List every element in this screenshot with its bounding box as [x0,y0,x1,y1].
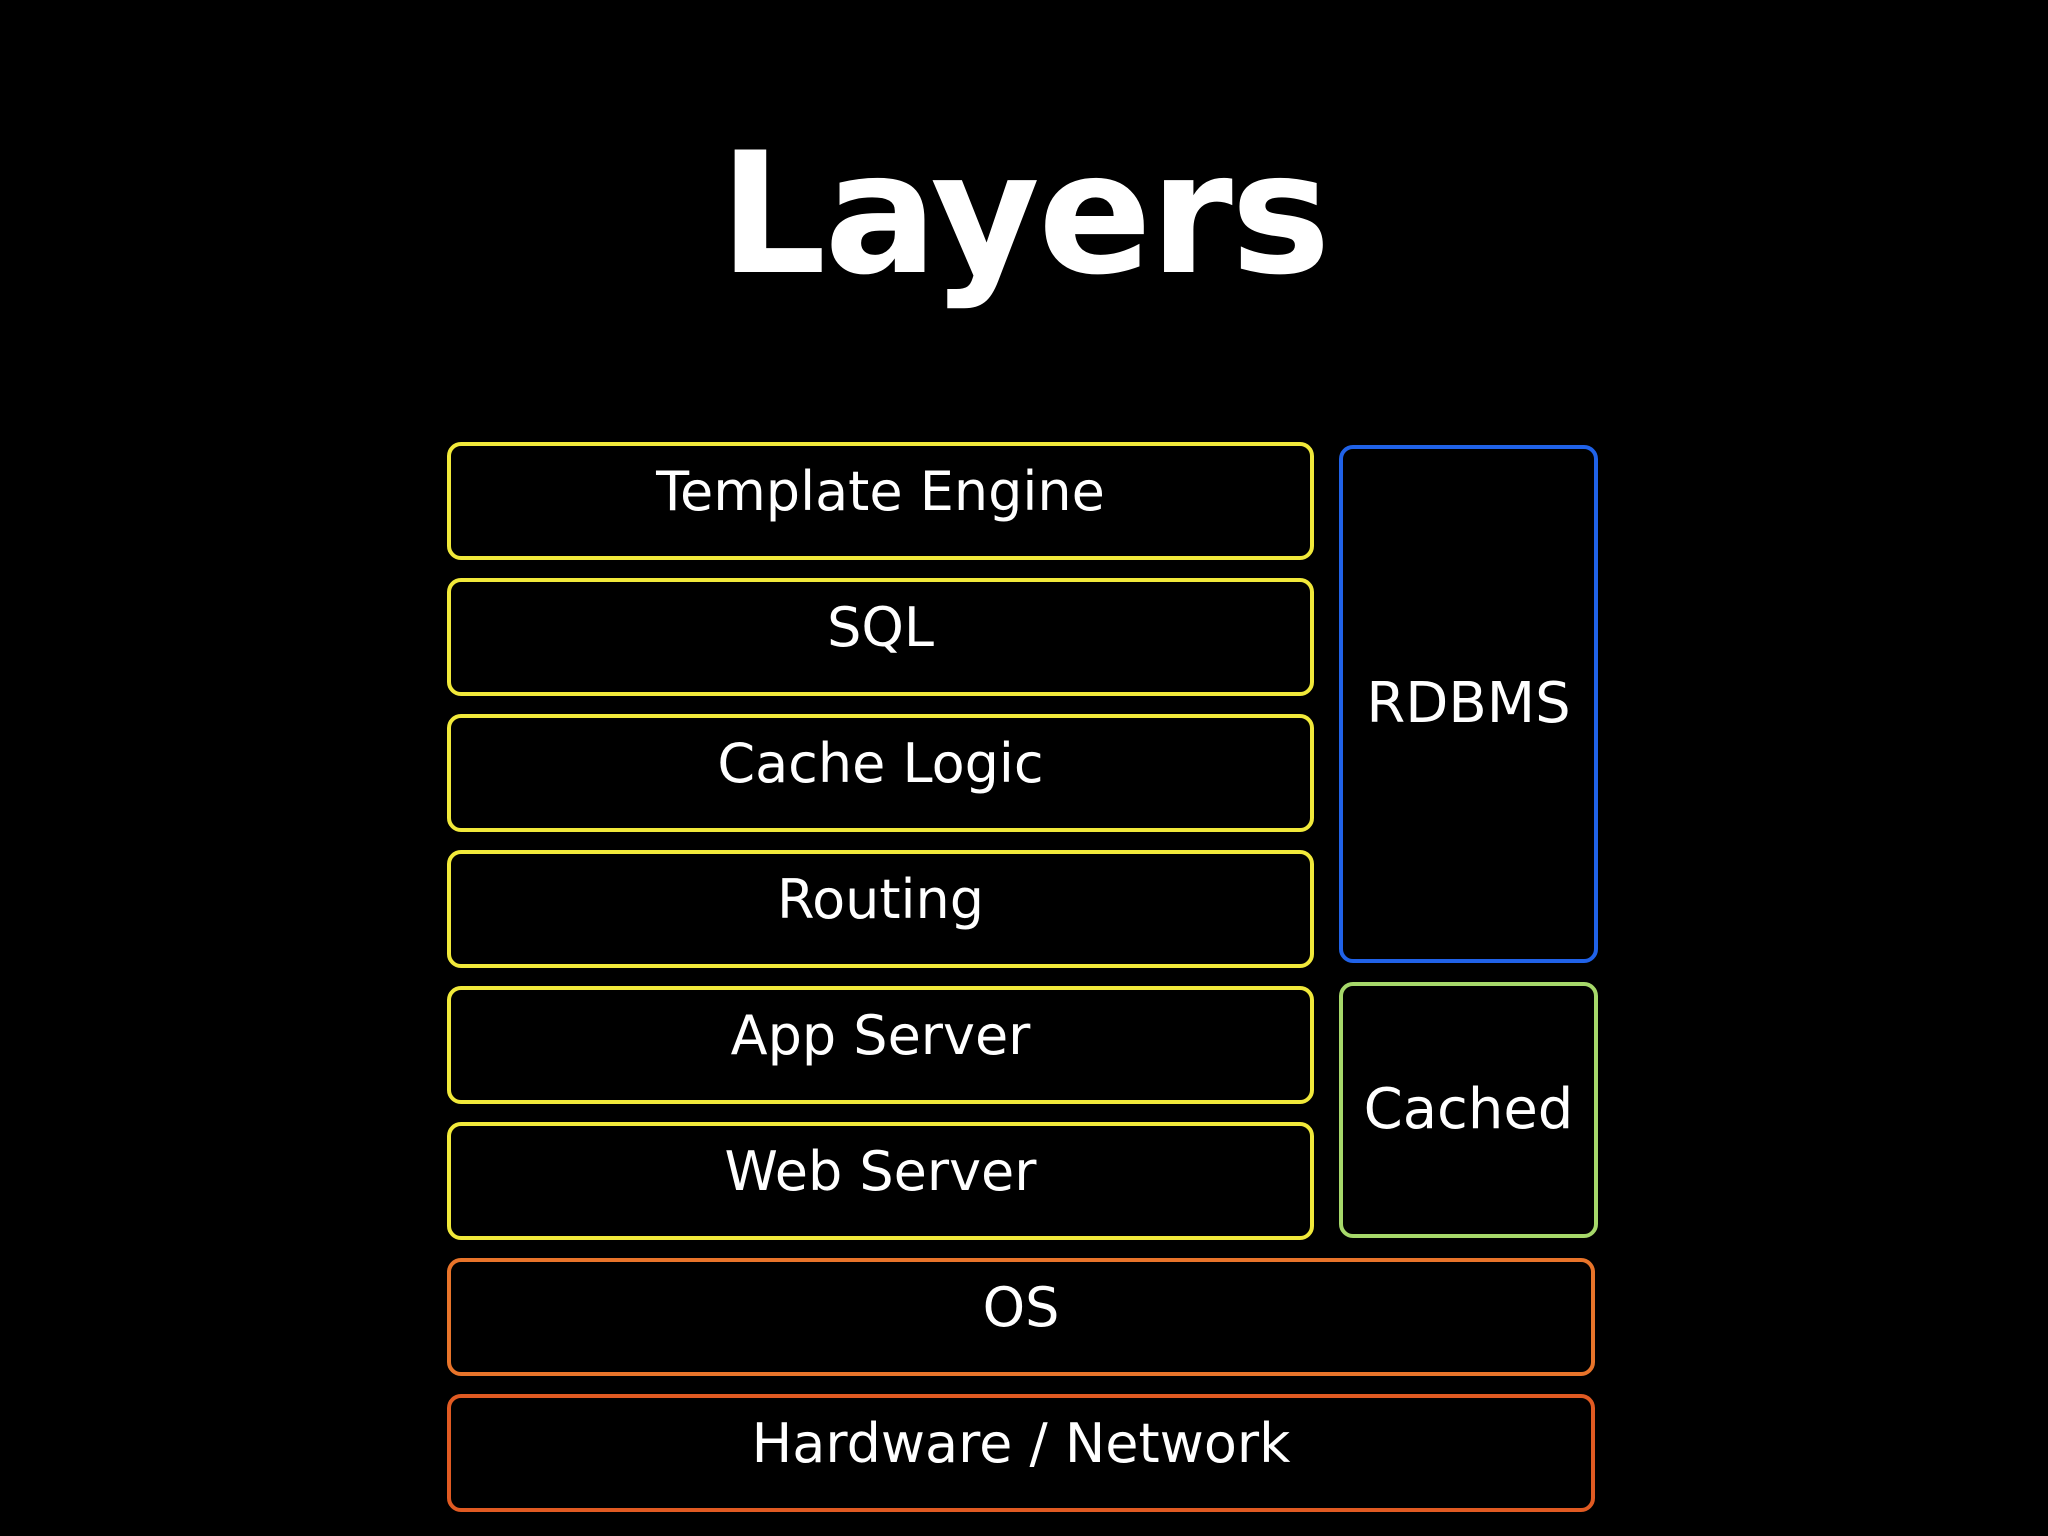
layer-cache-logic-label: Cache Logic [717,732,1044,795]
layer-routing-label: Routing [776,868,985,931]
layer-sql: SQL [447,578,1314,696]
layer-web-server: Web Server [447,1122,1314,1240]
layer-template-engine: Template Engine [447,442,1314,560]
layer-os-label: OS [982,1276,1060,1339]
rdbms-block: RDBMS [1339,445,1598,963]
rdbms-label: RDBMS [1366,671,1571,736]
slide-title: Layers [719,116,1331,312]
layer-os: OS [447,1258,1595,1376]
layer-hardware-network-label: Hardware / Network [751,1412,1291,1475]
layer-app-server-label: App Server [730,1004,1031,1067]
layer-routing: Routing [447,850,1314,968]
cached-block: Cached [1339,982,1598,1238]
layer-app-server: App Server [447,986,1314,1104]
cached-label: Cached [1363,1077,1574,1142]
layer-template-engine-label: Template Engine [656,460,1105,523]
layer-cache-logic: Cache Logic [447,714,1314,832]
layer-hardware-network: Hardware / Network [447,1394,1595,1512]
layer-web-server-label: Web Server [724,1140,1037,1203]
layer-sql-label: SQL [827,596,934,659]
